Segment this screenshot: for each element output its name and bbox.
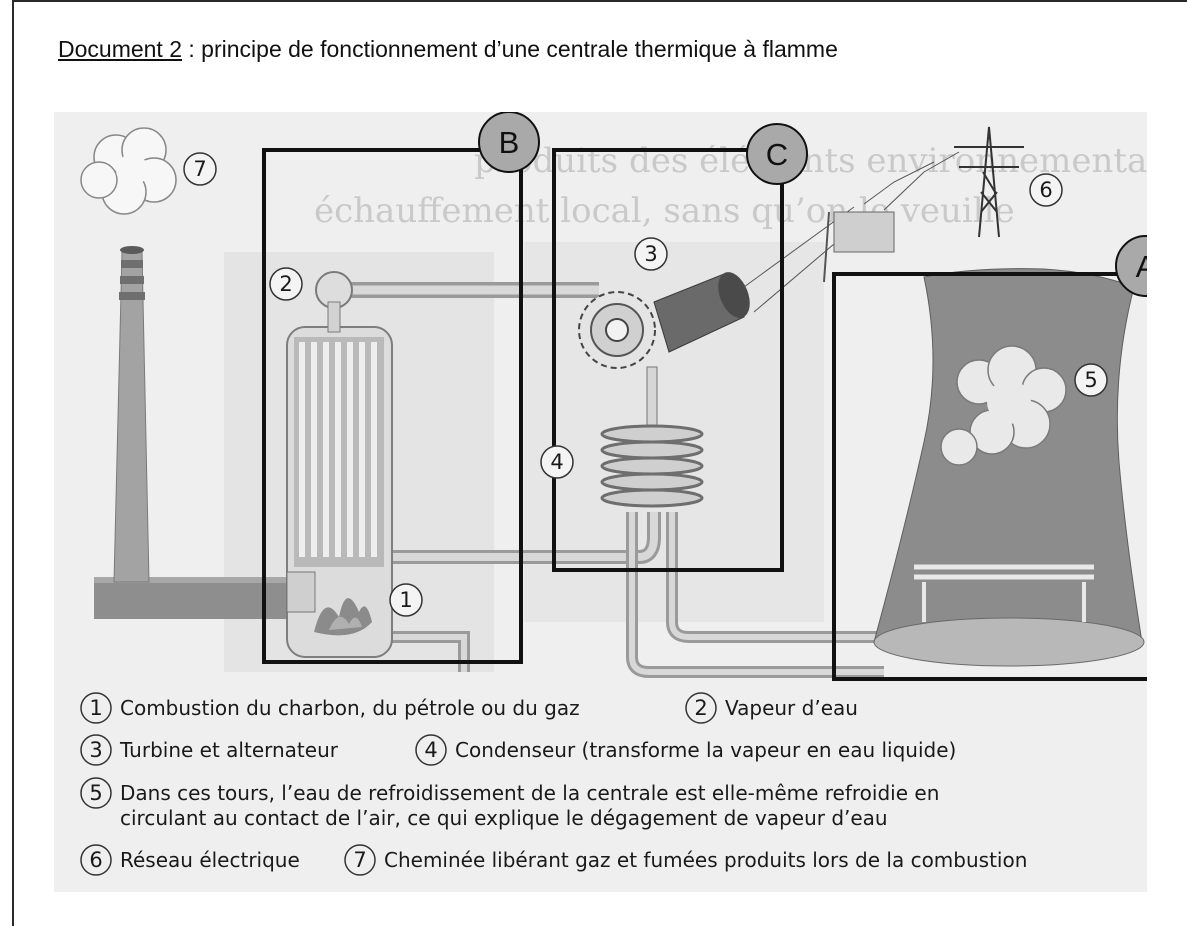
legend-item-5: 5 Dans ces tours, l’eau de refroidisseme… xyxy=(80,777,939,830)
marker-7: 7 xyxy=(183,152,217,186)
marker-1-text: 1 xyxy=(399,588,412,612)
legend-item-3-text: Turbine et alternateur xyxy=(119,738,339,762)
legend-item-7: 7 Cheminée libérant gaz et fumées produi… xyxy=(344,844,1027,876)
legend-item-6: 6 Réseau électrique xyxy=(80,844,300,876)
turbine xyxy=(578,291,656,369)
marker-2: 2 xyxy=(269,267,303,301)
legend-item-1-text: Combustion du charbon, du pétrole ou du … xyxy=(120,696,580,720)
box-b-frame xyxy=(262,148,523,664)
marker-5: 5 xyxy=(1074,363,1108,397)
bleed-through-text-1: échauffement local, sans qu’on le veuill… xyxy=(314,191,1015,231)
smoke-cloud xyxy=(80,127,177,215)
power-plant-diagram: échauffement local, sans qu’on le veuill… xyxy=(54,112,1147,892)
power-line xyxy=(743,151,960,313)
page-frame xyxy=(12,0,1187,926)
legend-item-2-number: 2 xyxy=(694,696,707,720)
electricity-pylon xyxy=(954,126,1024,238)
legend-item-4: 4 Condenseur (transforme la vapeur en ea… xyxy=(415,734,956,766)
legend-item-2: 2 Vapeur d’eau xyxy=(685,692,858,724)
steam-cloud xyxy=(940,345,1067,466)
legend-item-5-number: 5 xyxy=(89,781,102,805)
legend-item-5-text-line-1: Dans ces tours, l’eau de refroidissement… xyxy=(120,781,939,805)
marker-5-text: 5 xyxy=(1084,368,1097,392)
box-c-frame xyxy=(552,148,784,572)
legend-item-2-text: Vapeur d’eau xyxy=(725,696,858,720)
document-title-text: : principe de fonctionnement d’une centr… xyxy=(182,36,838,62)
marker-4: 4 xyxy=(540,445,574,479)
legend-item-4-number: 4 xyxy=(424,738,437,762)
box-a-frame xyxy=(832,272,1147,681)
boiler xyxy=(286,271,393,658)
legend-item-3-number: 3 xyxy=(89,738,102,762)
marker-3: 3 xyxy=(634,237,668,271)
alternator xyxy=(653,272,750,353)
document-title: Document 2 : principe de fonctionnement … xyxy=(58,36,838,63)
legend-item-1: 1 Combustion du charbon, du pétrole ou d… xyxy=(80,692,580,724)
box-label-a: A xyxy=(1115,235,1147,297)
condenser xyxy=(600,366,704,508)
marker-6: 6 xyxy=(1029,173,1063,207)
document-label: Document 2 xyxy=(58,36,183,62)
legend-item-6-text: Réseau électrique xyxy=(120,848,300,872)
box-label-b: B xyxy=(478,112,540,173)
legend-item-4-text: Condenseur (transforme la vapeur en eau … xyxy=(455,738,956,762)
bleed-through-text-2: produits des éléments environnementaux xyxy=(474,141,1147,181)
marker-3-text: 3 xyxy=(644,242,657,266)
box-label-a-text: A xyxy=(1136,249,1147,284)
marker-6-text: 6 xyxy=(1039,178,1052,202)
box-label-c: C xyxy=(746,123,808,185)
legend-item-1-number: 1 xyxy=(89,696,102,720)
legend-item-5-text-line-2: circulant au contact de l’air, ce qui ex… xyxy=(120,806,888,830)
box-label-c-text: C xyxy=(766,137,788,172)
marker-1: 1 xyxy=(389,583,423,617)
marker-7-text: 7 xyxy=(193,157,206,181)
box-label-b-text: B xyxy=(499,125,520,160)
marker-2-text: 2 xyxy=(279,272,292,296)
marker-4-text: 4 xyxy=(550,450,563,474)
legend-item-7-number: 7 xyxy=(353,848,366,872)
legend-item-6-number: 6 xyxy=(89,848,102,872)
legend-item-7-text: Cheminée libérant gaz et fumées produits… xyxy=(384,848,1027,872)
cooling-tower xyxy=(873,268,1145,667)
legend-item-3: 3 Turbine et alternateur xyxy=(80,734,339,766)
chimney xyxy=(94,246,314,619)
legend: 1 Combustion du charbon, du pétrole ou d… xyxy=(80,692,1027,876)
